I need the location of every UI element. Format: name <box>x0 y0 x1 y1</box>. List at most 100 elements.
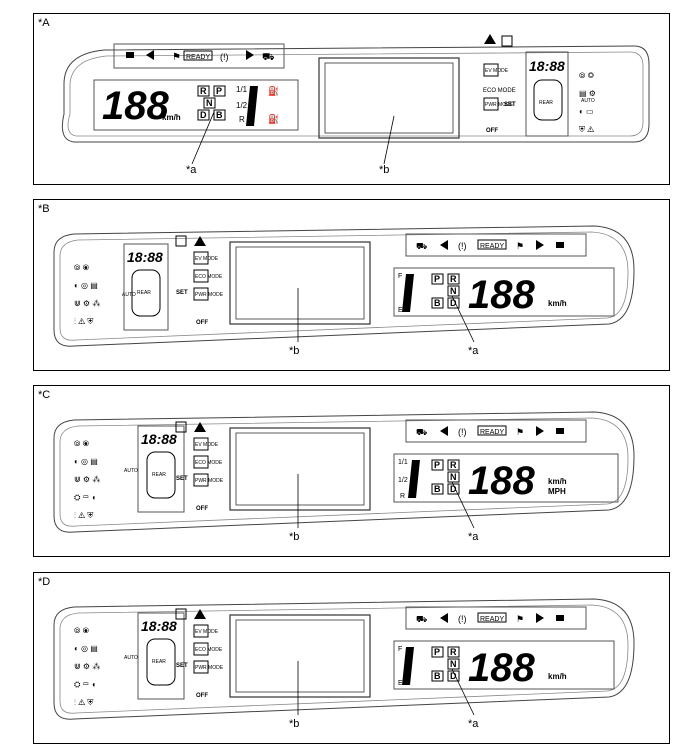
svg-text:N: N <box>450 472 457 482</box>
svg-text:▤ ⚙: ▤ ⚙ <box>579 89 596 98</box>
indicator-strip-icons: ⛟ (!) READY ⚑ <box>416 612 564 624</box>
svg-text:OFF: OFF <box>196 693 208 699</box>
svg-text:ECO MODE: ECO MODE <box>195 460 223 466</box>
panel-label: *B <box>38 203 50 215</box>
svg-text:AUTO: AUTO <box>124 468 138 474</box>
svg-text:(!): (!) <box>458 427 467 437</box>
svg-text:P: P <box>434 460 440 470</box>
callout-a: *a <box>468 718 479 730</box>
svg-text:⫶ ⚠ ⛨: ⫶ ⚠ ⛨ <box>74 317 93 326</box>
left-indicator-group: ⦾ ⦿ ◐ ◎ ▤ ⋓ ⚙ ⁂ ⛭ ▭ ◖ ⫶ ⚠ ⛨ AUTO 18:88 R… <box>74 608 224 707</box>
svg-text:⛭ ▭ ◖: ⛭ ▭ ◖ <box>74 680 96 689</box>
svg-text:READY: READY <box>480 616 504 623</box>
svg-text:R: R <box>400 493 405 500</box>
fuel-gauge: 1/1 1/2 R <box>398 459 420 500</box>
svg-text:R: R <box>450 460 457 470</box>
svg-text:⛭ ▭ ◖: ⛭ ▭ ◖ <box>74 493 96 502</box>
svg-text:D: D <box>450 298 457 308</box>
right-indicator-group: EV MODE ECO MODE PWR MODE SET OFF 18:88 … <box>483 34 596 137</box>
svg-text:◐ ◎ ▤: ◐ ◎ ▤ <box>74 644 98 653</box>
svg-text:⛽: ⛽ <box>268 113 279 124</box>
svg-text:B: B <box>434 298 441 308</box>
gear-indicator: P R N B D <box>431 459 460 495</box>
clock-digits: 18:88 <box>127 249 163 265</box>
clock-digits: 18:88 <box>141 618 177 634</box>
svg-text:R: R <box>450 274 457 284</box>
svg-text:N: N <box>450 286 457 296</box>
clock-digits: 18:88 <box>529 58 565 74</box>
svg-text:REAR: REAR <box>152 472 166 478</box>
svg-text:⋓ ⚙ ⁂: ⋓ ⚙ ⁂ <box>74 662 100 671</box>
left-indicator-group: ⦾ ⦿ ◐ ◎ ▤ ⋓ ⚙ ⁂ ⛭ ▭ ◖ ⫶ ⚠ ⛨ AUTO 18:88 R… <box>74 421 224 520</box>
fuel-gauge: 1/1 1/2 R ⛽ ⛽ <box>236 85 279 126</box>
panel-b: *B ⦾ ⦿ ◐ ◎ ▤ ⋓ ⚙ ⁂ ⫶ ⚠ ⛨ AUTO 18:88 REAR… <box>33 199 670 371</box>
svg-text:⛟: ⛟ <box>416 427 427 437</box>
svg-text:⛟: ⛟ <box>416 614 427 624</box>
svg-text:R: R <box>239 115 245 124</box>
svg-text:⦾ ⦿: ⦾ ⦿ <box>74 626 90 635</box>
callout-a: *a <box>468 531 479 543</box>
gear-indicator: P R N B D <box>431 646 460 682</box>
cluster-diagram-c: ⦾ ⦿ ◐ ◎ ▤ ⋓ ⚙ ⁂ ⛭ ▭ ◖ ⫶ ⚠ ⛨ AUTO 18:88 R… <box>53 411 635 533</box>
svg-text:READY: READY <box>480 243 504 250</box>
svg-text:⚑: ⚑ <box>172 52 181 63</box>
speed-unit: km/h <box>162 113 181 122</box>
svg-text:1/1: 1/1 <box>398 459 408 466</box>
speed-unit: km/h <box>548 672 567 681</box>
svg-text:ECO MODE: ECO MODE <box>195 647 223 653</box>
svg-text:F: F <box>398 273 402 280</box>
svg-text:ECO MODE: ECO MODE <box>195 274 223 280</box>
cluster-diagram-a: ⚑ READY (!) ⛟ 188 km/h R P N D B 1/1 1/2… <box>61 34 650 165</box>
svg-text:⋓ ⚙ ⁂: ⋓ ⚙ ⁂ <box>74 299 100 308</box>
speed-digits: 188 <box>468 273 535 317</box>
svg-text:SET: SET <box>176 290 188 296</box>
svg-text:⛟: ⛟ <box>416 241 427 251</box>
cluster-diagram-b: ⦾ ⦿ ◐ ◎ ▤ ⋓ ⚙ ⁂ ⫶ ⚠ ⛨ AUTO 18:88 REAR EV… <box>53 225 635 347</box>
svg-text:AUTO: AUTO <box>124 655 138 661</box>
svg-text:B: B <box>434 484 441 494</box>
indicator-strip-icons: ⚑ READY (!) ⛟ <box>126 50 275 63</box>
panel-c: *C ⦾ ⦿ ◐ ◎ ▤ ⋓ ⚙ ⁂ ⛭ ▭ ◖ ⫶ ⚠ ⛨ AUTO 18:8… <box>33 385 670 557</box>
svg-text:E: E <box>398 307 403 314</box>
panel-label: *D <box>38 576 51 588</box>
svg-text:REAR: REAR <box>152 659 166 665</box>
svg-text:⚑: ⚑ <box>516 427 524 437</box>
svg-text:D: D <box>450 484 457 494</box>
callout-b: *b <box>289 718 300 730</box>
svg-text:PWR MODE: PWR MODE <box>195 478 224 484</box>
svg-text:B: B <box>216 110 223 120</box>
svg-text:OFF: OFF <box>486 128 498 134</box>
svg-text:REAR: REAR <box>539 100 553 106</box>
svg-text:EV MODE: EV MODE <box>195 629 219 635</box>
svg-text:OFF: OFF <box>196 320 208 326</box>
speed-unit: km/h <box>548 299 567 308</box>
svg-text:D: D <box>200 110 207 120</box>
speed-digits: 188 <box>102 84 169 128</box>
svg-text:⛽: ⛽ <box>268 85 279 96</box>
callout-b: *b <box>379 164 390 176</box>
panel-label: *A <box>38 17 50 29</box>
svg-text:PWR MODE: PWR MODE <box>195 292 224 298</box>
svg-text:PWR MODE: PWR MODE <box>195 665 224 671</box>
svg-text:(!): (!) <box>458 614 467 624</box>
svg-text:REAR: REAR <box>137 290 151 296</box>
gear-indicator: P R N B D <box>431 273 460 309</box>
fuel-gauge: F E <box>398 273 414 314</box>
svg-text:AUTO: AUTO <box>122 292 136 298</box>
svg-text:READY: READY <box>480 429 504 436</box>
indicator-strip-icons: ⛟ (!) READY ⚑ <box>416 239 564 251</box>
svg-text:EV MODE: EV MODE <box>195 442 219 448</box>
svg-text:⚑: ⚑ <box>516 241 524 251</box>
svg-text:R: R <box>450 647 457 657</box>
svg-text:1/2: 1/2 <box>236 101 248 110</box>
svg-text:P: P <box>434 647 440 657</box>
callout-a: *a <box>468 345 479 357</box>
svg-text:1/2: 1/2 <box>398 477 408 484</box>
cluster-diagram-d: ⦾ ⦿ ◐ ◎ ▤ ⋓ ⚙ ⁂ ⛭ ▭ ◖ ⫶ ⚠ ⛨ AUTO 18:88 R… <box>53 598 635 720</box>
svg-text:⛟: ⛟ <box>262 52 275 63</box>
panel-label: *C <box>38 389 51 401</box>
svg-text:E: E <box>398 680 403 687</box>
svg-text:N: N <box>206 98 213 108</box>
left-indicator-group: ⦾ ⦿ ◐ ◎ ▤ ⋓ ⚙ ⁂ ⫶ ⚠ ⛨ AUTO 18:88 REAR EV… <box>74 235 224 331</box>
svg-text:ECO MODE: ECO MODE <box>483 88 516 94</box>
